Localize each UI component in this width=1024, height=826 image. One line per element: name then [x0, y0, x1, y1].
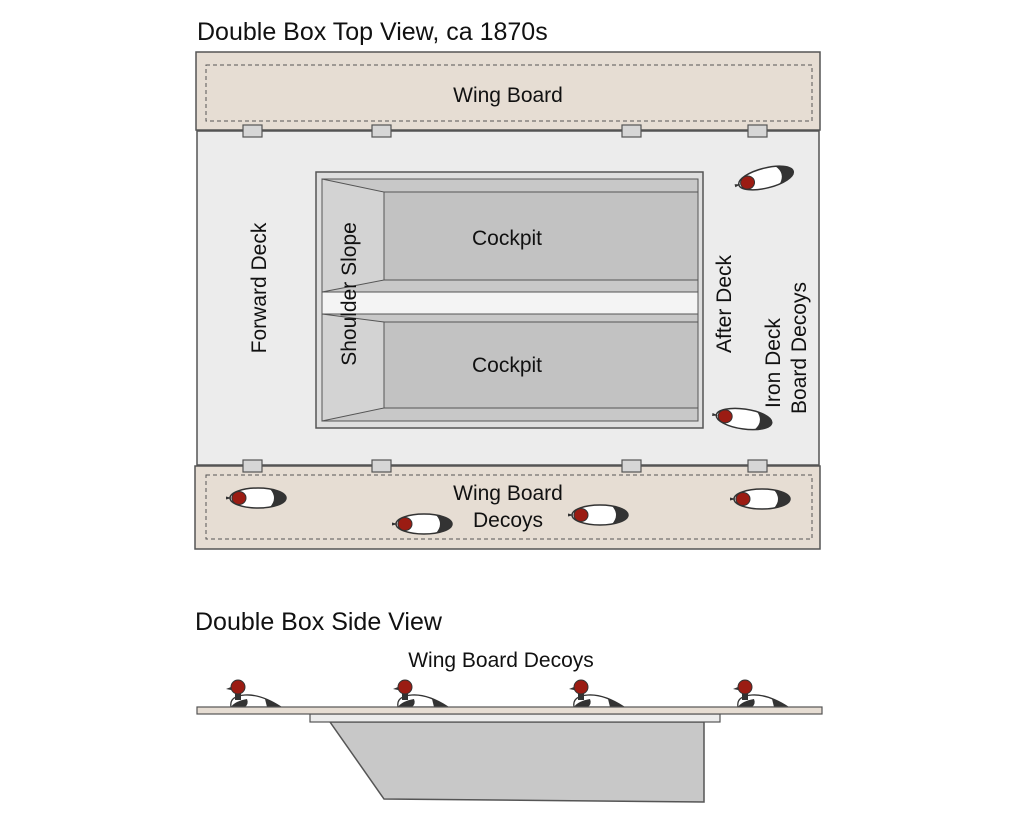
wing-board-bottom-label-line1: Wing Board: [453, 482, 563, 505]
forward-deck-label: Forward Deck: [248, 222, 271, 353]
iron-deck-label-line2: Board Decoys: [788, 282, 811, 414]
hinge-icon: [242, 459, 263, 473]
wing-board-bottom: [194, 465, 821, 550]
decoy-icon: [732, 679, 789, 708]
hinge-icon: [747, 459, 768, 473]
decoy-icon: [392, 679, 449, 708]
decoy-icon: [225, 679, 282, 708]
hinge-icon: [621, 459, 642, 473]
wing-board-top-label: Wing Board: [453, 84, 563, 107]
decoy-icon: [568, 679, 625, 708]
after-deck-label: After Deck: [713, 254, 736, 353]
wing-board-bottom-label-line2: Decoys: [473, 509, 543, 532]
shoulder-slope-label: Shoulder Slope: [338, 222, 361, 366]
hinge-icon: [621, 124, 642, 138]
side-view-title: Double Box Side View: [195, 608, 443, 636]
hinge-icon: [242, 124, 263, 138]
hinge-icon: [747, 124, 768, 138]
cockpit-assembly: [315, 171, 704, 429]
iron-deck-label-line1: Iron Deck: [762, 318, 785, 408]
side-hull: [196, 706, 823, 803]
hinges-top: [242, 124, 768, 138]
hinge-icon: [371, 459, 392, 473]
side-view-decoys-label: Wing Board Decoys: [408, 649, 594, 672]
cockpit-label-bottom: Cockpit: [472, 354, 542, 377]
hinge-icon: [371, 124, 392, 138]
cockpit-label-top: Cockpit: [472, 227, 542, 250]
wing-board-top: [195, 51, 821, 131]
hinges-bottom: [242, 459, 768, 473]
top-view-title: Double Box Top View, ca 1870s: [197, 18, 548, 46]
